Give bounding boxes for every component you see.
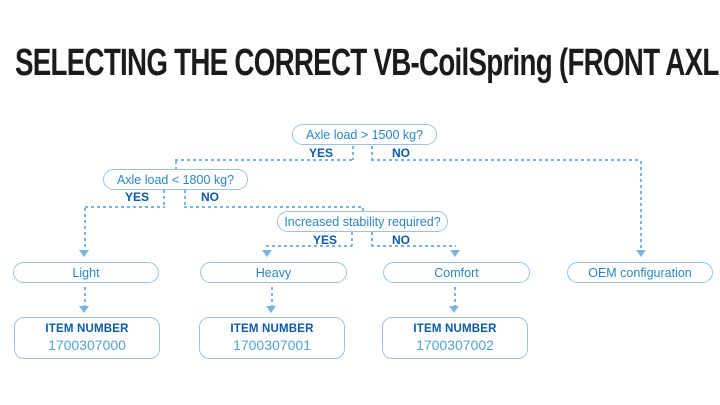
connector-oem-drop xyxy=(640,161,642,249)
connector-d3-yes-horizontal xyxy=(266,245,352,247)
item-number-value: 1700307002 xyxy=(416,337,494,353)
item-number-box-heavy: ITEM NUMBER 1700307001 xyxy=(199,317,345,359)
connector-d1-no-horizontal xyxy=(371,159,641,161)
decision-axle-load-1500: Axle load > 1500 kg? xyxy=(292,124,437,145)
arrow-down-icon xyxy=(79,306,89,313)
item-number-value: 1700307001 xyxy=(233,337,311,353)
item-number-box-light: ITEM NUMBER 1700307000 xyxy=(14,317,160,359)
arrow-down-icon xyxy=(450,250,460,257)
item-number-label: ITEM NUMBER xyxy=(413,323,497,335)
branch-label-no-3: NO xyxy=(392,233,410,247)
item-number-value: 1700307000 xyxy=(48,337,126,353)
arrow-down-icon xyxy=(449,306,459,313)
connector-d3-no-stub xyxy=(371,232,373,246)
connector-d1-yes-tick xyxy=(175,161,177,169)
arrow-down-icon xyxy=(262,250,272,257)
connector-d1-yes-stub xyxy=(352,146,354,160)
outcome-heavy-text: Heavy xyxy=(255,265,292,280)
connector-d3-no-horizontal xyxy=(371,245,456,247)
outcome-heavy: Heavy xyxy=(200,262,347,283)
branch-label-no-1: NO xyxy=(392,146,410,160)
connector-d3-yes-stub xyxy=(351,232,353,246)
branch-label-no-2: NO xyxy=(201,190,219,204)
decision-axle-load-1500-text: Axle load > 1500 kg? xyxy=(305,127,424,142)
connector-heavy-to-item xyxy=(271,287,273,306)
outcome-light-text: Light xyxy=(72,265,100,280)
arrow-down-icon xyxy=(79,250,89,257)
item-number-label: ITEM NUMBER xyxy=(45,323,129,335)
decision-increased-stability-text: Increased stability required? xyxy=(284,214,441,229)
connector-light-to-item xyxy=(84,287,86,306)
connector-d1-no-stub xyxy=(371,146,373,160)
connector-d2-yes-stub xyxy=(163,190,165,207)
connector-light-drop xyxy=(84,208,86,249)
connector-d3-tick xyxy=(362,208,364,213)
connector-comfort-to-item xyxy=(454,287,456,306)
decision-axle-load-1800-text: Axle load < 1800 kg? xyxy=(116,172,235,187)
page-title-text: SELECTING THE CORRECT VB-CoilSpring (FRO… xyxy=(15,42,720,84)
outcome-comfort-text: Comfort xyxy=(434,265,479,280)
branch-label-yes-3: YES xyxy=(312,233,337,247)
arrow-down-icon xyxy=(266,306,276,313)
branch-label-yes-1: YES xyxy=(308,146,333,160)
page-title: SELECTING THE CORRECT VB-CoilSpring (FRO… xyxy=(15,42,720,85)
arrow-down-icon xyxy=(636,250,646,257)
outcome-light: Light xyxy=(13,262,159,283)
outcome-oem-configuration-text: OEM configuration xyxy=(588,265,692,280)
connector-d2-no-stub xyxy=(184,190,186,207)
outcome-oem-configuration: OEM configuration xyxy=(567,262,713,283)
item-number-label: ITEM NUMBER xyxy=(230,323,314,335)
connector-d2-no-horizontal xyxy=(184,206,363,208)
connector-d2-yes-horizontal xyxy=(85,206,165,208)
connector-d1-yes-horizontal xyxy=(175,159,354,161)
branch-label-yes-2: YES xyxy=(124,190,149,204)
decision-increased-stability: Increased stability required? xyxy=(277,211,448,232)
decision-axle-load-1800: Axle load < 1800 kg? xyxy=(103,169,248,190)
outcome-comfort: Comfort xyxy=(383,262,530,283)
item-number-box-comfort: ITEM NUMBER 1700307002 xyxy=(382,317,528,359)
